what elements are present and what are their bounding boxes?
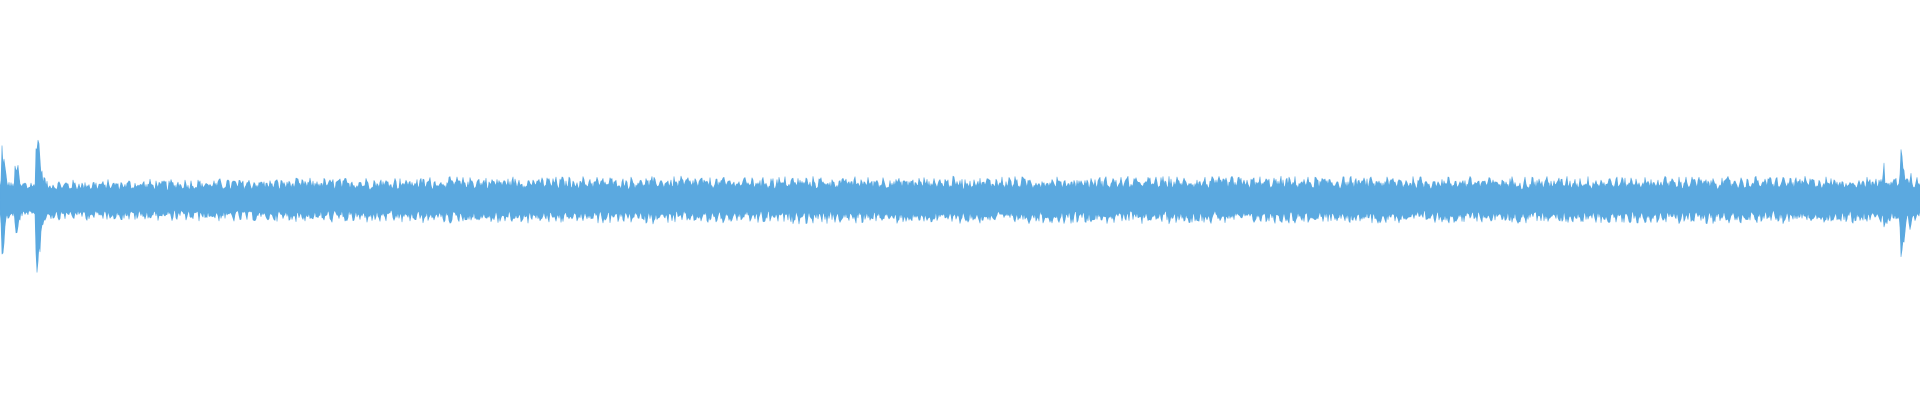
waveform-shape: [0, 139, 1920, 273]
